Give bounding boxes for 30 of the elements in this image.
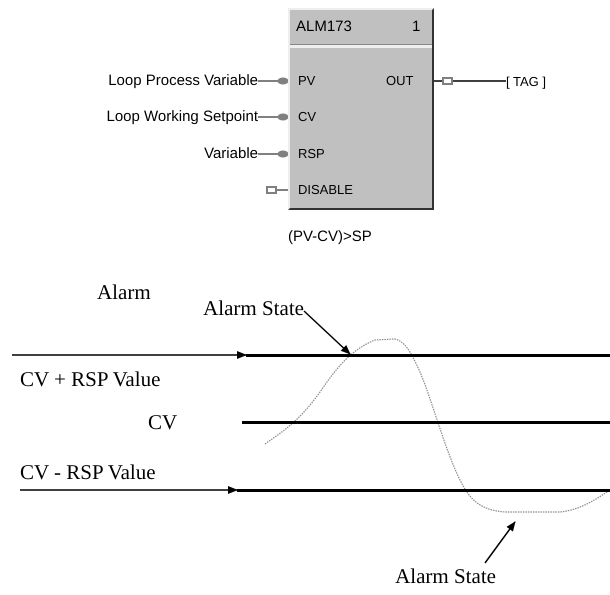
- pin-label: RSP: [298, 146, 325, 161]
- output-connector: [434, 77, 506, 85]
- threshold-line: [246, 354, 610, 357]
- block-number: 1: [412, 18, 420, 35]
- threshold-line: [237, 489, 610, 492]
- arrow: [20, 486, 238, 494]
- arrow: [484, 521, 516, 564]
- pin-label: DISABLE: [298, 182, 353, 197]
- pin-label: OUT: [386, 73, 414, 88]
- level-label: CV - RSP Value: [20, 460, 156, 485]
- annotation-text: Alarm State: [370, 563, 496, 589]
- pin-label: CV: [298, 109, 316, 124]
- pin-connector: [258, 114, 288, 120]
- pin-label: PV: [298, 73, 316, 88]
- level-label: CV: [148, 410, 178, 435]
- pin-connector: [258, 78, 288, 84]
- block-caption: (PV-CV)>SP: [288, 228, 372, 245]
- annotation-text: Alarm State: [178, 295, 304, 321]
- level-label: Alarm: [97, 280, 151, 305]
- connector: [303, 310, 351, 355]
- level-label: CV + RSP Value: [20, 367, 160, 392]
- function-block: [288, 8, 434, 210]
- input-label: Loop Process Variable: [40, 70, 258, 92]
- arrow: [12, 351, 247, 359]
- input-label: Loop Working Setpoint: [40, 106, 258, 128]
- pin-connector: [258, 150, 288, 158]
- input-label: Variable: [120, 143, 258, 165]
- tag-label: [ TAG ]: [506, 71, 570, 93]
- threshold-line: [242, 421, 610, 424]
- block-title: ALM173: [296, 18, 352, 35]
